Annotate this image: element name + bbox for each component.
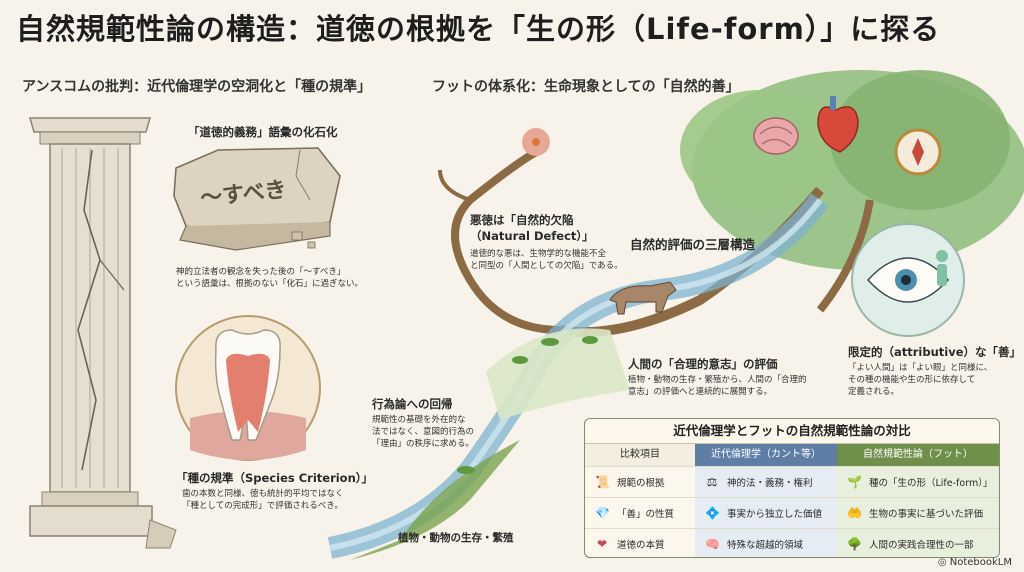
brand-label: ◎ NotebookLM — [938, 557, 1012, 568]
rational-will-title: 人間の「合理的意志」の評価 — [628, 357, 778, 371]
defect-caption-line2: と同型の「人間としての欠陥」である。 — [470, 261, 623, 271]
broken-pillar-illustration — [29, 117, 177, 549]
heart-organ-icon — [817, 96, 859, 153]
action-caption-line1: 規範性の基礎を外在的な — [372, 415, 466, 425]
natural-defect-title-line1: 悪徳は「自然的欠陥 — [470, 213, 574, 227]
hands-icon: 🤲 — [847, 506, 862, 520]
row-item: 規範の根拠 — [617, 478, 665, 489]
heart-icon: ❤ — [596, 537, 608, 551]
brand-logo-icon: ◎ — [937, 557, 950, 568]
left-section-heading: アンスコムの批判：近代倫理学の空洞化と「種の規準」 — [22, 79, 372, 95]
gem-icon: 💎 — [595, 506, 610, 520]
tree-icon: 🌳 — [847, 537, 862, 551]
tooth-illustration — [175, 315, 321, 461]
species-caption-line1: 歯の本数と同様、徳も統計的平均ではなく — [182, 489, 344, 499]
comparison-table: 近代倫理学とフットの自然規範性論の対比 比較項目 近代倫理学（カント等） 自然規… — [584, 418, 1000, 558]
action-theory-title: 行為論への回帰 — [372, 397, 453, 411]
scales-icon: ⚖ — [706, 475, 718, 489]
table-row: 💎 「善」の性質 💠 事実から独立した価値 🤲 生物の事実に基づいた評価 — [585, 497, 999, 528]
table-row: 📜 規範の根拠 ⚖ 神的法・義務・権利 🌱 種の「生の形（Life-form）」 — [585, 466, 999, 497]
brain-icon — [753, 117, 799, 155]
sprout-illustration — [457, 336, 598, 474]
rational-will-caption-line2: 意志」の評価へと連続的に展開する。 — [628, 387, 773, 397]
rational-will-caption-line1: 植物・動物の生存・繁殖から、人間の「合理的 — [628, 375, 807, 385]
row-item: 「善」の性質 — [617, 509, 675, 520]
row-modern: 神的法・義務・権利 — [727, 478, 813, 489]
row-natural: 種の「生の形（Life-form）」 — [869, 478, 993, 489]
table-title: 近代倫理学とフットの自然規範性論の対比 — [585, 419, 999, 444]
survival-label: 植物・動物の生存・繁殖 — [398, 532, 514, 544]
action-caption-line3: 「理由」の秩序に求める。 — [372, 439, 475, 449]
brain-small-icon: 🧠 — [705, 537, 720, 551]
right-section-heading: フットの体系化：生命現象としての「自然的善」 — [432, 79, 740, 95]
table-header-modern: 近代倫理学（カント等） — [695, 444, 837, 466]
row-item: 道徳の本質 — [617, 540, 665, 551]
defect-caption-line1: 道徳的な悪は、生物学的な機能不全 — [470, 249, 607, 259]
attributive-caption-line1: 「よい人間」は「よい眼」と同様に、 — [848, 363, 993, 373]
animal-illustration — [609, 281, 677, 315]
eye-and-person-illustration — [851, 223, 965, 337]
fossil-caption-line1: 神的立法者の観念を失った後の「〜すべき」 — [176, 267, 346, 277]
table-row: ❤ 道徳の本質 🧠 特殊な超越的領域 🌳 人間の実践合理性の一部 — [585, 528, 999, 557]
scroll-icon: 📜 — [595, 475, 610, 489]
natural-defect-title-line2: （Natural Defect）」 — [470, 229, 594, 243]
compass-icon — [894, 128, 942, 176]
row-natural: 生物の事実に基づいた評価 — [869, 509, 984, 520]
attributive-caption-line2: その種の機能や生の形に依存して — [848, 375, 976, 385]
fossil-title: 「道徳的義務」語彙の化石化 — [188, 125, 338, 139]
row-modern: 特殊な超越的領域 — [727, 540, 804, 551]
row-natural: 人間の実践合理性の一部 — [869, 540, 974, 551]
action-caption-line2: 法ではなく、意図的行為の — [372, 427, 475, 437]
page-title: 自然規範性論の構造：道徳の根拠を「生の形（Life-form）」に探る — [16, 12, 941, 46]
brand-text: NotebookLM — [949, 557, 1012, 568]
row-modern: 事実から独立した価値 — [727, 509, 823, 520]
diamond-icon: 💠 — [705, 506, 720, 520]
table-header-natural: 自然規範性論（フット） — [837, 444, 999, 466]
river-illustration — [327, 193, 829, 560]
sprout-icon: 🌱 — [847, 475, 862, 489]
species-criterion-title: 「種の規準（Species Criterion）」 — [176, 471, 374, 485]
fossil-caption-line2: という語彙は、根拠のない「化石」に過ぎない。 — [176, 279, 364, 289]
attributive-good-title: 限定的（attributive）な「善」 — [848, 345, 1022, 359]
three-layers-label: 自然的評価の三層構造 — [630, 237, 756, 252]
attributive-caption-line3: 定義される。 — [848, 387, 900, 397]
table-header-item: 比較項目 — [585, 444, 695, 466]
fossil-stone-illustration — [173, 147, 341, 251]
species-caption-line2: 「種としての完成形」で評価されるべき。 — [182, 501, 343, 511]
